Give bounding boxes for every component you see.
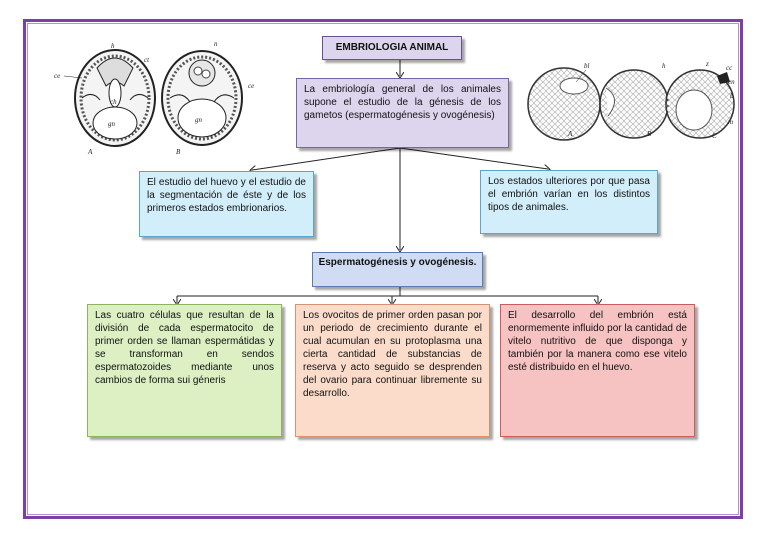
leaf-1-text: Las cuatro células que resultan de la di… xyxy=(95,310,274,386)
branch-left-box: El estudio del huevo y el estudio de la … xyxy=(139,171,314,237)
label-gn-a: gn xyxy=(108,120,116,128)
branch-left-text: El estudio del huevo y el estudio de la … xyxy=(147,177,306,214)
label-b-right: B xyxy=(647,130,652,138)
label-b: B xyxy=(176,148,181,156)
label-ct: ct xyxy=(144,56,150,64)
label-n: n xyxy=(214,40,218,48)
intro-box: La embriología general de los animales s… xyxy=(296,78,509,148)
arrow-intro-left xyxy=(252,147,401,170)
label-bl: bl xyxy=(584,62,590,70)
label-gn-b: gn xyxy=(195,116,203,124)
label-ch: ch xyxy=(110,98,117,106)
label-m: m xyxy=(728,118,733,126)
branch-right-box: Los estados ulteriores por que pasa el e… xyxy=(480,170,658,234)
leaf-2-text: Los ovocitos de primer orden pasan por u… xyxy=(303,310,482,399)
label-z: z xyxy=(705,60,709,68)
leaf-2-box: Los ovocitos de primer orden pasan por u… xyxy=(295,304,490,437)
label-a-right: A xyxy=(567,130,573,138)
main-title-box: EMBRIOLOGIA ANIMAL xyxy=(322,36,462,60)
label-ce-a: ce xyxy=(54,72,60,80)
sub-title: Espermatogénesis y ovogénesis. xyxy=(318,257,477,268)
leaf-3-text: El desarrollo del embrión está enormemen… xyxy=(508,310,687,373)
label-en: en xyxy=(728,78,735,86)
leaf-1-box: Las cuatro células que resultan de la di… xyxy=(87,304,282,437)
label-cc: cc xyxy=(726,64,733,72)
label-b-small: b xyxy=(730,92,734,100)
label-h: h xyxy=(111,42,115,50)
embryo-cross-section-illustration: ce h ct ch gn A B n ce gn xyxy=(54,40,254,156)
embryo-segmentation-illustration: bl h A B C z cc en b m xyxy=(527,60,735,141)
label-h-right: h xyxy=(662,62,666,70)
branch-right-text: Los estados ulteriores por que pasa el e… xyxy=(488,176,650,213)
label-c-right: C xyxy=(712,132,717,140)
sub-title-box: Espermatogénesis y ovogénesis. xyxy=(312,252,483,287)
label-ce-b: ce xyxy=(248,82,254,90)
label-a: A xyxy=(87,148,93,156)
intro-text: La embriología general de los animales s… xyxy=(304,84,501,121)
leaf-3-box: El desarrollo del embrión está enormemen… xyxy=(500,304,695,437)
arrow-intro-right xyxy=(399,147,548,169)
main-title: EMBRIOLOGIA ANIMAL xyxy=(335,42,449,53)
inner-frame xyxy=(27,23,739,515)
